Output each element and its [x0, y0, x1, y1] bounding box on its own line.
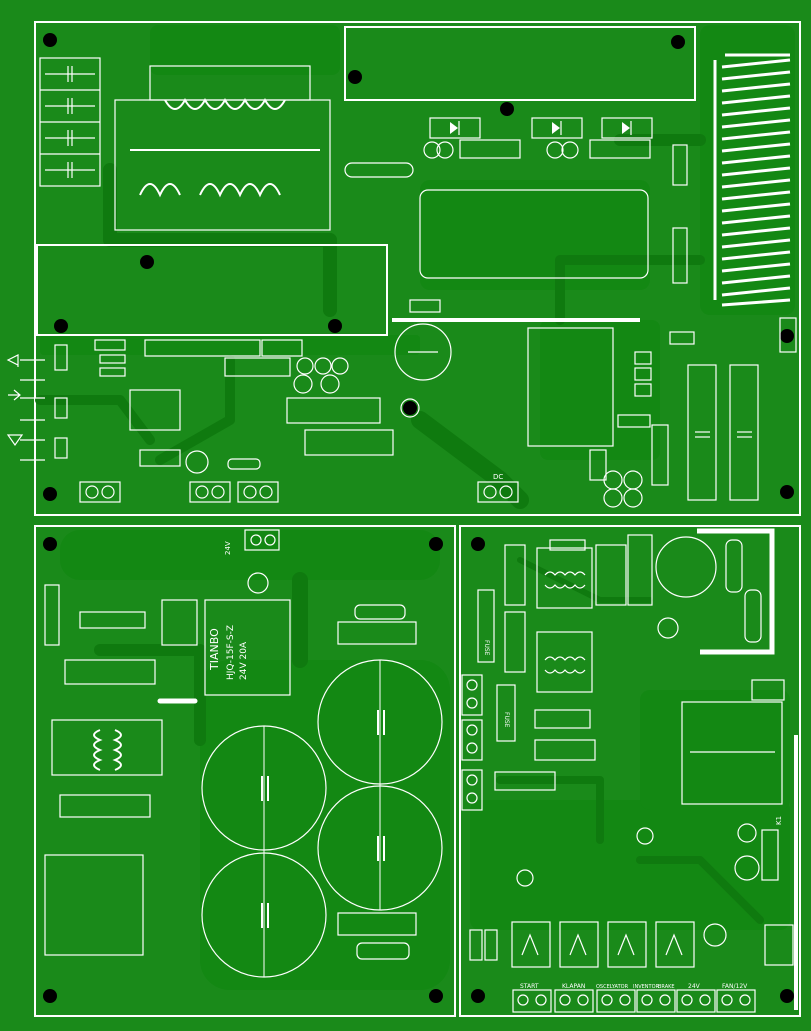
fuse-label-1: FUSE — [483, 640, 490, 656]
copper-pours — [40, 25, 795, 990]
driver-stages — [469, 823, 760, 968]
terminal-row-bottom: START KLAPAN OSCELYATOR INVENTOR BRAKE 2… — [512, 983, 756, 1013]
k1-label: K1 — [775, 816, 783, 825]
mount-hole — [403, 401, 417, 415]
large-block-middle — [419, 189, 649, 279]
svg-text:24V 20A: 24V 20A — [239, 641, 249, 680]
label-24v: 24V — [224, 541, 232, 555]
fuse-label-2: FUSE — [503, 712, 510, 728]
terminal-label-oscelyator: OSCELYATOR — [596, 984, 629, 990]
large-block-left — [36, 244, 388, 336]
small-components-left — [54, 339, 420, 474]
bottom-left-board-outline — [34, 525, 456, 1017]
transformer — [114, 65, 331, 231]
mount-hole — [54, 319, 68, 333]
svg-text:HJQ-15F-S-Z: HJQ-15F-S-Z — [226, 625, 236, 680]
mount-hole — [780, 989, 794, 1003]
mount-hole — [43, 487, 57, 501]
right-small-parts — [409, 144, 797, 508]
top-board-outline — [34, 21, 801, 516]
mount-hole — [471, 989, 485, 1003]
relay-k1 — [681, 701, 783, 805]
mount-hole — [43, 989, 57, 1003]
large-block-top — [344, 26, 696, 101]
left-symbols — [6, 354, 45, 461]
bottom-right-board-outline — [459, 525, 801, 1017]
mount-hole — [671, 35, 685, 49]
terminal-24v — [244, 529, 280, 551]
mount-hole — [43, 33, 57, 47]
bottom-left-board: 24V TIANBO HJQ-15F-S-Z 24V 20A — [44, 529, 443, 978]
varistor — [344, 162, 414, 178]
terminal-blocks-top: DC — [79, 473, 519, 503]
mount-hole — [348, 70, 362, 84]
bridge-rectifier — [44, 854, 144, 956]
svg-text:TIANBO: TIANBO — [208, 628, 221, 671]
terminal-label-klapan: KLAPAN — [562, 983, 585, 990]
electrolytic-cap — [394, 323, 452, 381]
mount-hole — [500, 102, 514, 116]
bottom-right-board: FUSE FUSE K1 — [461, 528, 798, 1013]
mount-hole — [429, 989, 443, 1003]
mount-hole — [328, 319, 342, 333]
bridge-diodes — [423, 117, 653, 159]
mount-hole — [43, 537, 57, 551]
mount-hole — [780, 485, 794, 499]
terminal-label-start: START — [520, 983, 539, 990]
terminal-label-brake: BRAKE — [658, 984, 675, 990]
heatsink — [713, 53, 791, 307]
mount-hole — [429, 537, 443, 551]
busbar-right — [697, 528, 775, 655]
choke — [51, 719, 163, 776]
film-cap — [687, 364, 717, 501]
dc-label: DC — [493, 473, 503, 481]
terminal-label-inventor: INVENTOR — [633, 984, 660, 990]
cap-stack — [39, 57, 101, 187]
mount-hole — [780, 329, 794, 343]
terminal-label-fan: FAN/12V — [722, 983, 748, 990]
mount-hole — [140, 255, 154, 269]
mounting-holes — [43, 33, 794, 1003]
top-board: DC — [6, 26, 797, 508]
bulk-caps — [201, 659, 443, 978]
film-cap — [729, 364, 759, 501]
ic-box — [527, 327, 614, 447]
mount-hole — [471, 537, 485, 551]
relay: TIANBO HJQ-15F-S-Z 24V 20A — [161, 599, 291, 696]
terminal-label-24v: 24V — [688, 983, 701, 990]
board-outlines — [34, 21, 801, 1017]
